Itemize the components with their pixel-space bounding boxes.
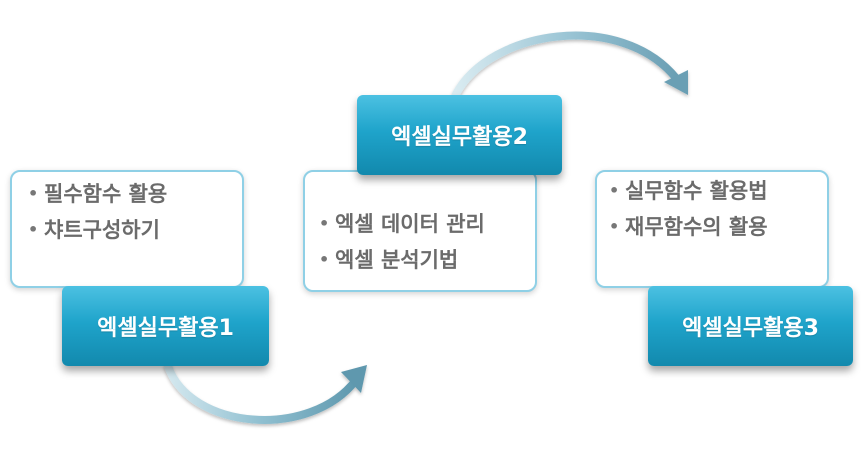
bullet-icon: •: [319, 250, 330, 269]
bullet-icon: •: [609, 217, 620, 236]
step-3-item-list: • 실무함수 활용법 • 재무함수의 활용: [607, 173, 827, 245]
step-2-item-list: • 엑셀 데이터 관리 • 엑셀 분석기법: [317, 206, 535, 278]
list-item: • 필수함수 활용: [26, 176, 242, 212]
bullet-icon: •: [28, 220, 39, 239]
step-3-title: 엑셀실무활용3: [648, 286, 853, 366]
bullet-icon: •: [319, 214, 330, 233]
step-1-item-list: • 필수함수 활용 • 챠트구성하기: [26, 176, 242, 248]
step-2-item-1: 엑셀 데이터 관리: [335, 212, 485, 236]
list-item: • 엑셀 데이터 관리: [317, 206, 535, 242]
list-item: • 실무함수 활용법: [607, 173, 827, 209]
step-3-item-1: 실무함수 활용법: [625, 179, 768, 203]
step-1-title: 엑셀실무활용1: [62, 286, 269, 366]
step-1-card: • 필수함수 활용 • 챠트구성하기: [10, 170, 244, 288]
arrow-step2-to-step3: [452, 31, 688, 98]
step-2-item-2: 엑셀 분석기법: [335, 248, 459, 272]
step-3-item-2: 재무함수의 활용: [625, 215, 768, 239]
step-3-card: • 실무함수 활용법 • 재무함수의 활용: [595, 170, 829, 288]
arrow-step1-to-step2: [164, 362, 367, 424]
list-item: • 재무함수의 활용: [607, 209, 827, 245]
list-item: • 엑셀 분석기법: [317, 242, 535, 278]
list-item: • 챠트구성하기: [26, 212, 242, 248]
step-2-card: • 엑셀 데이터 관리 • 엑셀 분석기법: [303, 170, 537, 292]
step-2-title: 엑셀실무활용2: [357, 95, 562, 175]
bullet-icon: •: [609, 181, 620, 200]
step-1-item-1: 필수함수 활용: [44, 182, 168, 206]
bullet-icon: •: [28, 184, 39, 203]
step-1-item-2: 챠트구성하기: [44, 218, 160, 242]
